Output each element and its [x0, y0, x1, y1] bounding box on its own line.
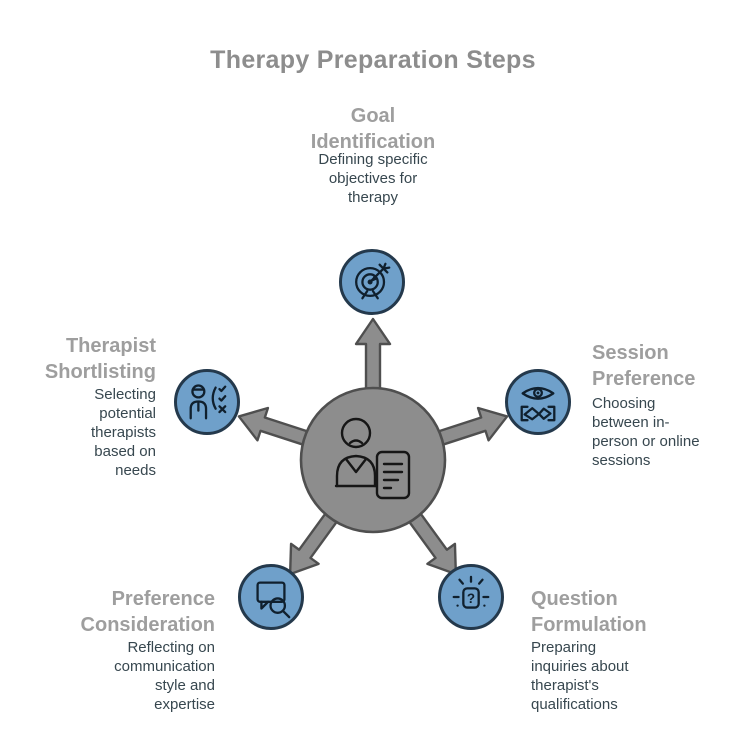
eye-handshake-icon — [520, 386, 556, 422]
step-title-goal-identification: Goal Identification — [310, 105, 436, 153]
step-title-session-preference: Session Preference — [592, 342, 696, 390]
target-arrow-icon — [355, 262, 391, 300]
question-mark-glyph: ? — [467, 591, 475, 606]
person-checklist-icon — [189, 384, 227, 420]
node-session-preference — [505, 369, 571, 435]
node-goal-identification — [339, 249, 405, 315]
node-preference-consideration — [238, 564, 304, 630]
step-description-goal-identification: Defining specific objectives for therapy — [318, 151, 428, 206]
node-question-formulation: ? — [438, 564, 504, 630]
step-description-preference-consideration: Reflecting on communication style and ex… — [114, 639, 215, 713]
step-description-session-preference: Choosing between in-person or online ses… — [592, 395, 700, 469]
question-box-rays-icon: ? — [452, 575, 490, 609]
page-title: Therapy Preparation Steps — [210, 46, 536, 74]
step-description-question-formulation: Preparing inquiries about therapist's qu… — [531, 639, 629, 713]
step-title-therapist-shortlisting: Therapist Shortlisting — [44, 335, 156, 383]
step-title-preference-consideration: Preference Consideration — [80, 588, 215, 636]
step-description-therapist-shortlisting: Selecting potential therapists based on … — [90, 386, 156, 479]
node-therapist-shortlisting — [174, 369, 240, 435]
hub-circle — [299, 386, 447, 534]
hub-person-document-icon — [334, 417, 411, 500]
speech-bubble-magnifier-icon — [256, 581, 291, 619]
step-title-question-formulation: Question Formulation — [531, 588, 647, 636]
